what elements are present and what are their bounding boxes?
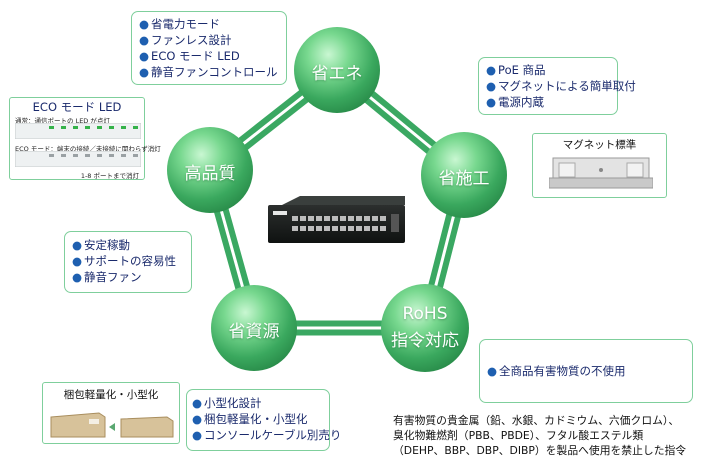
led-row-normal <box>15 123 141 139</box>
list-item: ●ECO モード LED <box>139 49 240 63</box>
packaging-image <box>50 412 174 438</box>
node-high-quality <box>167 127 253 213</box>
list-item: ●マグネットによる簡単取付 <box>486 79 636 93</box>
bullet-icon: ● <box>486 95 497 109</box>
eco-normal-caption: 通常：通信ポートの LED が点灯 <box>15 117 110 125</box>
packaging-panel: 梱包軽量化・小型化 <box>42 382 180 444</box>
packaging-panel-title: 梱包軽量化・小型化 <box>63 389 159 401</box>
eco-panel-title: ECO モード LED <box>32 100 122 114</box>
led-row-eco <box>15 151 141 167</box>
magnet-panel-title: マグネット標準 <box>562 139 637 151</box>
rohs-note-line-3: （DEHP、BBP、DBP、DIBP）を製品へ使用を禁止した指令 <box>393 444 687 457</box>
energy-features-box: ●省電力モード ●ファンレス設計 ●ECO モード LED ●静音ファンコントロ… <box>131 11 287 85</box>
rohs-features-box: ●全商品有害物質の不使用 <box>479 339 693 403</box>
node-rohs <box>381 284 469 372</box>
list-item: ●静音ファン <box>72 270 142 284</box>
list-item: ●省電力モード <box>139 17 221 31</box>
node-easy-construction <box>421 132 507 218</box>
bullet-icon: ● <box>72 238 83 252</box>
node-label-rohs-2: 指令対応 <box>391 331 459 351</box>
network-switch-image <box>268 196 405 243</box>
node-resource-saving <box>211 285 297 371</box>
bullet-icon: ● <box>192 396 203 410</box>
node-label-resource: 省資源 <box>228 322 280 342</box>
node-label-rohs-1: RoHS <box>402 304 448 324</box>
bullet-icon: ● <box>139 33 150 47</box>
list-item: ●全商品有害物質の不使用 <box>487 364 626 378</box>
rohs-note-line-2: 臭化物難燃剤（PBB、PBDE）、フタル酸エステル類 <box>393 429 644 442</box>
eco-led-panel: ECO モード LED 通常：通信ポートの LED が点灯 ECO モード：端末… <box>9 97 161 180</box>
bullet-icon: ● <box>139 49 150 63</box>
bullet-icon: ● <box>72 254 83 268</box>
list-item: ●梱包軽量化・小型化 <box>192 412 308 426</box>
rohs-note-line-1: 有害物質の貴金属（鉛、水銀、カドミウム、六価クロム）、 <box>393 414 680 427</box>
node-energy-saving <box>294 27 380 113</box>
list-item: ●PoE 商品 <box>486 63 546 77</box>
magnet-panel: マグネット標準 <box>532 133 667 198</box>
list-item: ●電源内蔵 <box>486 95 545 109</box>
list-item: ●サポートの容易性 <box>72 254 177 268</box>
node-label-energy: 省エネ <box>311 64 363 84</box>
list-item: ●安定稼動 <box>72 238 131 252</box>
list-item: ●ファンレス設計 <box>139 33 232 47</box>
bullet-icon: ● <box>486 63 497 77</box>
node-spheres <box>167 27 507 372</box>
node-label-construction: 省施工 <box>438 169 490 189</box>
eco-footer: 1-8 ポートまで消灯 <box>80 172 139 180</box>
construction-features-box: ●PoE 商品 ●マグネットによる簡単取付 ●電源内蔵 <box>478 57 636 115</box>
eco-mode-caption: ECO モード：端末の接続／未接続に関わらず消灯 <box>15 145 161 153</box>
bullet-icon: ● <box>486 79 497 93</box>
bullet-icon: ● <box>192 412 203 426</box>
bullet-icon: ● <box>487 364 498 378</box>
list-item: ●小型化設計 <box>192 396 262 410</box>
bullet-icon: ● <box>139 65 150 79</box>
quality-features-box: ●安定稼動 ●サポートの容易性 ●静音ファン <box>64 231 192 293</box>
bullet-icon: ● <box>72 270 83 284</box>
bullet-icon: ● <box>192 428 203 442</box>
list-item: ●静音ファンコントロール <box>139 65 278 79</box>
list-item: ●コンソールケーブル別売り <box>192 428 342 442</box>
resource-features-box: ●小型化設計 ●梱包軽量化・小型化 ●コンソールケーブル別売り <box>186 389 341 451</box>
bullet-icon: ● <box>139 17 150 31</box>
magnet-device-image <box>549 157 653 189</box>
node-label-quality: 高品質 <box>184 164 236 184</box>
